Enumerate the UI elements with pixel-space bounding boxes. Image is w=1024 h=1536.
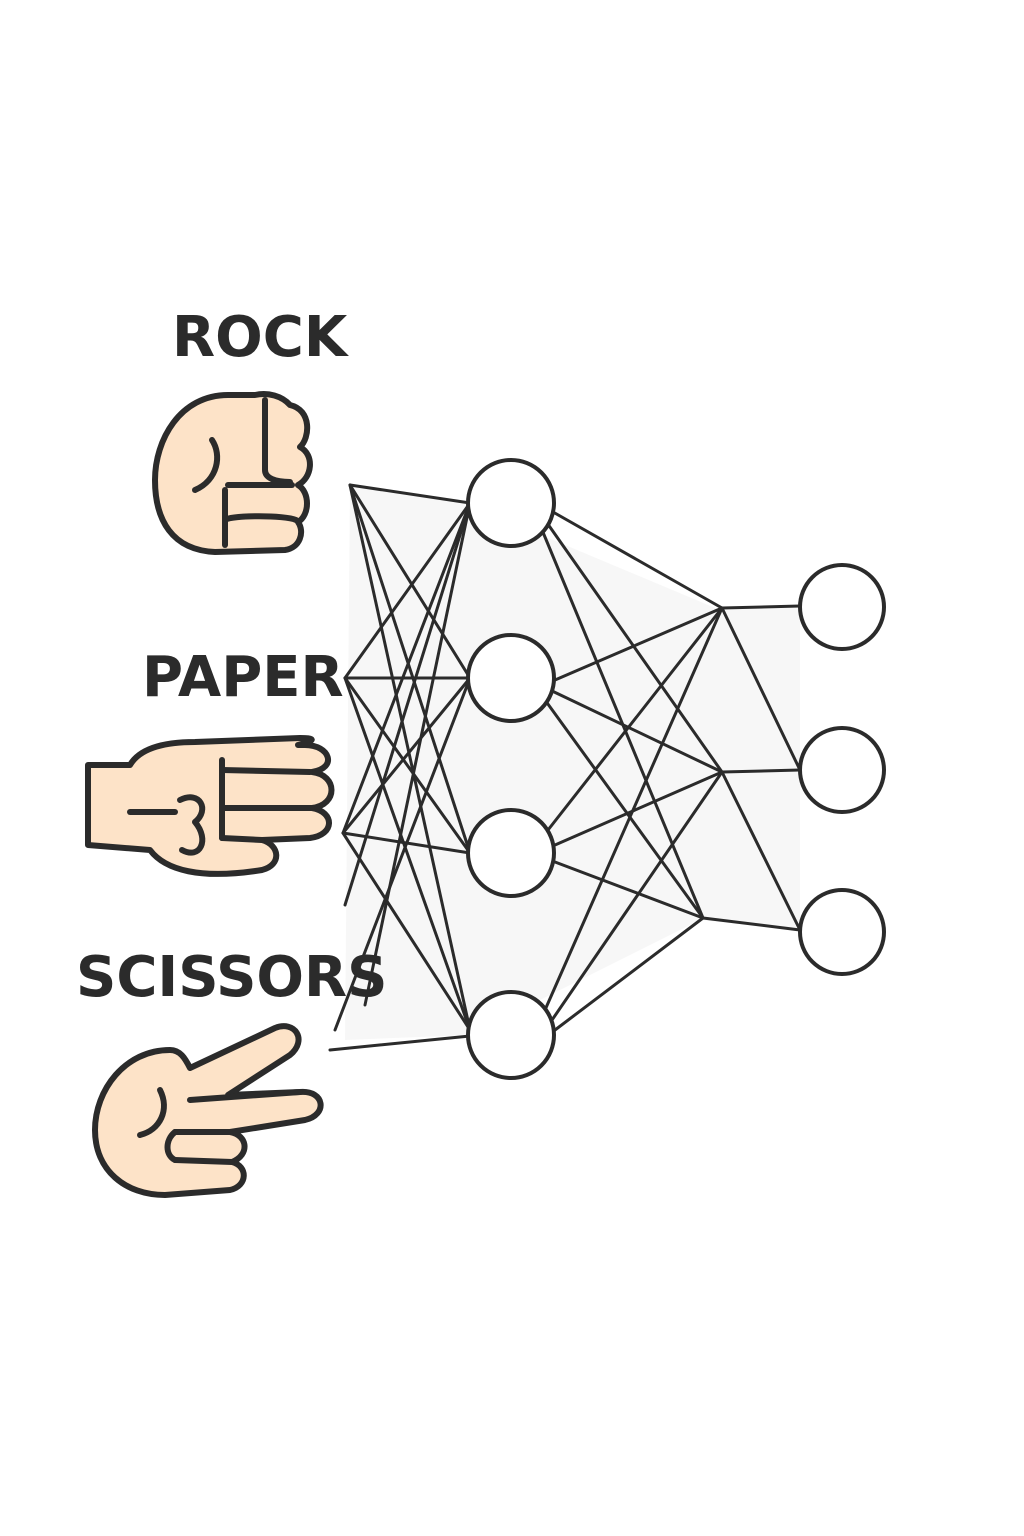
scissors-hand-icon — [92, 1023, 324, 1198]
edge-in2-h1 — [343, 501, 472, 680]
edge-h4-j1 — [543, 606, 724, 1012]
hidden-layer — [466, 458, 556, 1080]
edge-in1-h4 — [348, 483, 472, 1032]
edge-in1-h1 — [348, 483, 472, 505]
edge-h4-j2 — [550, 770, 724, 1022]
edge-h4-j3 — [553, 916, 705, 1032]
edge-extra-4 — [328, 1034, 472, 1052]
edge-j1-o2 — [720, 606, 802, 772]
edge-in2-h4 — [343, 676, 472, 1032]
edge-h3-j3 — [553, 860, 705, 920]
paper-hand-icon — [85, 735, 335, 877]
edge-h3-j1 — [546, 606, 724, 832]
edge-in1-h3 — [348, 483, 472, 855]
edge-h2-j3 — [543, 698, 705, 920]
edge-h2-j2 — [548, 688, 724, 774]
edge-in2-h3 — [343, 676, 472, 855]
edge-in3-h1 — [341, 501, 472, 835]
edge-j3-o3 — [701, 916, 802, 932]
hidden-node — [466, 458, 556, 548]
edge-in3-h4 — [341, 831, 472, 1032]
hidden-node — [466, 633, 556, 723]
edge-extra-2 — [333, 676, 472, 1032]
edge-h1-j1 — [551, 510, 724, 610]
rock-label: ROCK — [172, 305, 348, 370]
connection-lines — [328, 483, 802, 1052]
edge-h2-j1 — [553, 606, 724, 682]
edge-h3-j2 — [553, 770, 724, 847]
edge-h1-j3 — [538, 523, 705, 920]
edge-j2-o2 — [720, 768, 802, 774]
edge-extra-3 — [363, 501, 472, 1007]
hidden-node — [466, 808, 556, 898]
output-node — [798, 563, 886, 651]
edge-in1-h2 — [348, 483, 472, 680]
edge-j2-o3 — [720, 770, 802, 932]
edge-in3-h2 — [341, 676, 472, 835]
output-node — [798, 888, 886, 976]
hidden-node — [466, 990, 556, 1080]
edge-j1-o1 — [720, 604, 802, 610]
output-layer — [798, 563, 886, 976]
edge-extra-1 — [343, 501, 472, 907]
scissors-label: SCISSORS — [76, 945, 388, 1010]
paper-label: PAPER — [142, 645, 344, 710]
network-background-panel — [345, 485, 800, 1040]
output-node — [798, 726, 886, 814]
rock-fist-icon — [152, 391, 313, 555]
